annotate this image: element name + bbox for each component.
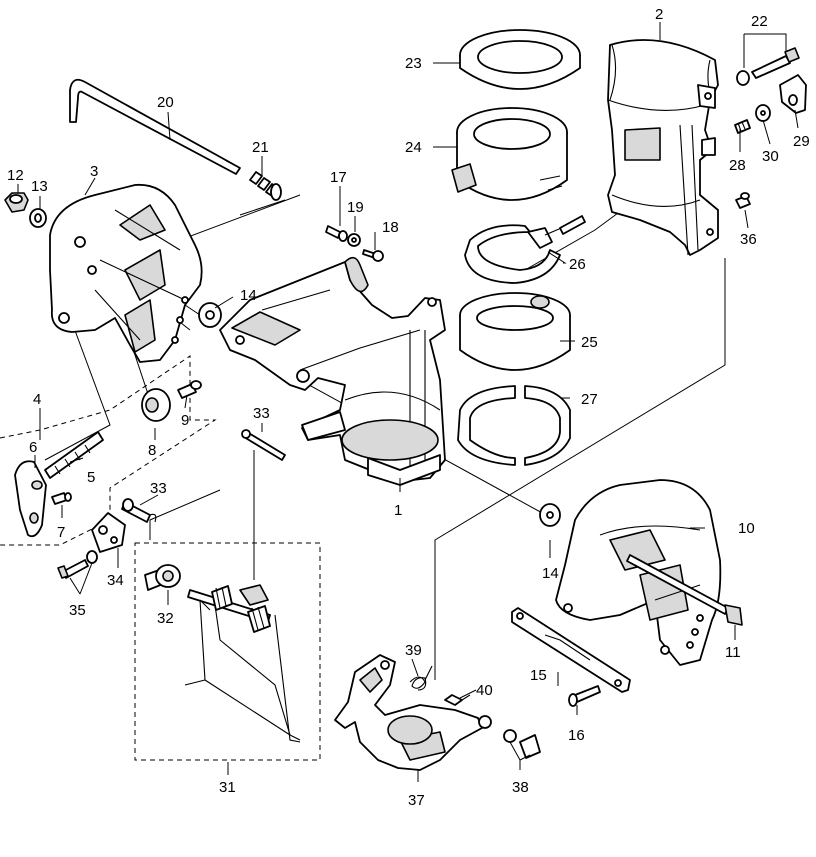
callout-23: 23: [405, 55, 422, 72]
callout-5: 5: [87, 469, 95, 486]
part-33-pin-lower: [121, 498, 157, 523]
callout-14b: 14: [542, 565, 559, 582]
callout-9: 9: [181, 412, 189, 429]
callout-20: 20: [157, 94, 174, 111]
callout-16: 16: [568, 727, 585, 744]
callout-25: 25: [581, 334, 598, 351]
callout-13: 13: [31, 178, 48, 195]
part-34-plate: [91, 512, 126, 553]
callout-33a: 33: [253, 405, 270, 422]
callout-2: 2: [655, 6, 663, 23]
part-3-left-clamp-bracket: [49, 183, 203, 363]
callout-40: 40: [476, 682, 493, 699]
part-8-cap: [141, 388, 171, 422]
part-19-washer: [347, 233, 361, 247]
part-33-pin-upper: [241, 429, 286, 461]
part-18-screw: [362, 249, 384, 262]
part-15-plate: [511, 607, 631, 693]
part-10-right-clamp-bracket: [555, 479, 722, 666]
callout-28: 28: [729, 157, 746, 174]
callout-18: 18: [382, 219, 399, 236]
part-14-washer-lower: [539, 503, 561, 527]
callout-17: 17: [330, 169, 347, 186]
part-39-spring: [409, 665, 433, 691]
part-6-lever: [14, 460, 47, 538]
callout-labels: 1 2 3 4 5 6 7 8 9 10 11 12 13 14 14 15 1…: [7, 6, 810, 809]
part-30-washer: [755, 104, 771, 122]
part-37-tilt-lock-lever: [334, 654, 492, 771]
callout-11: 11: [725, 644, 741, 661]
callout-15: 15: [530, 667, 547, 684]
part-1-swivel-bracket: [219, 256, 446, 486]
callout-31: 31: [219, 779, 236, 796]
callout-12: 12: [7, 167, 24, 184]
part-26-band-clamp: [464, 215, 586, 284]
callout-21: 21: [252, 139, 269, 156]
part-12-nut: [4, 192, 29, 213]
callout-38: 38: [512, 779, 529, 796]
callout-7: 7: [57, 524, 65, 541]
part-27-split-bushing: [457, 385, 571, 466]
callout-1: 1: [394, 502, 402, 519]
callout-30: 30: [762, 148, 779, 165]
callout-leaders: [17, 22, 799, 782]
part-13-washer: [29, 208, 47, 228]
callout-34: 34: [107, 572, 124, 589]
callout-22: 22: [751, 13, 768, 30]
part-25-bushing: [459, 292, 571, 371]
callout-4: 4: [33, 391, 41, 408]
callout-37: 37: [408, 792, 425, 809]
callout-32: 32: [157, 610, 174, 627]
callout-26: 26: [569, 256, 586, 273]
callout-33b: 33: [150, 480, 167, 497]
part-23-upper-ring: [459, 29, 581, 90]
part-22-bolt-washer: [736, 47, 800, 86]
part-11-bolt: [626, 554, 743, 626]
part-28-bolt: [734, 119, 751, 134]
callout-19: 19: [347, 199, 364, 216]
callout-10: 10: [738, 520, 755, 537]
part-40-pin: [444, 694, 471, 706]
part-31-spring-assembly: [184, 584, 301, 743]
part-35-bolt-washer: [57, 550, 98, 579]
assembly-box-31: [134, 542, 321, 761]
part-32-pin: [144, 564, 181, 591]
callout-3: 3: [90, 163, 98, 180]
callout-39: 39: [405, 642, 422, 659]
callout-27: 27: [581, 391, 598, 408]
part-29-bracket-cap: [779, 74, 807, 114]
callout-24: 24: [405, 139, 422, 156]
callout-29: 29: [793, 133, 810, 150]
part-9-screw: [177, 380, 202, 399]
part-16-screw: [568, 685, 601, 707]
callout-35: 35: [69, 602, 86, 619]
part-17-bolt: [325, 225, 348, 242]
part-20-tilt-rod: [69, 78, 241, 175]
callout-6: 6: [29, 439, 37, 456]
part-36-grease-fitting: [735, 192, 751, 209]
part-5-stud-bolt: [44, 431, 104, 479]
callout-14a: 14: [240, 287, 257, 304]
part-21-spring: [249, 171, 282, 201]
part-2-steering-housing: [607, 39, 719, 256]
part-24-bearing: [451, 107, 568, 201]
part-7-pin: [51, 492, 72, 505]
callout-36: 36: [740, 231, 757, 248]
callout-8: 8: [148, 442, 156, 459]
part-14-washer-upper: [198, 302, 222, 328]
part-38-bolt-washer: [503, 729, 541, 759]
